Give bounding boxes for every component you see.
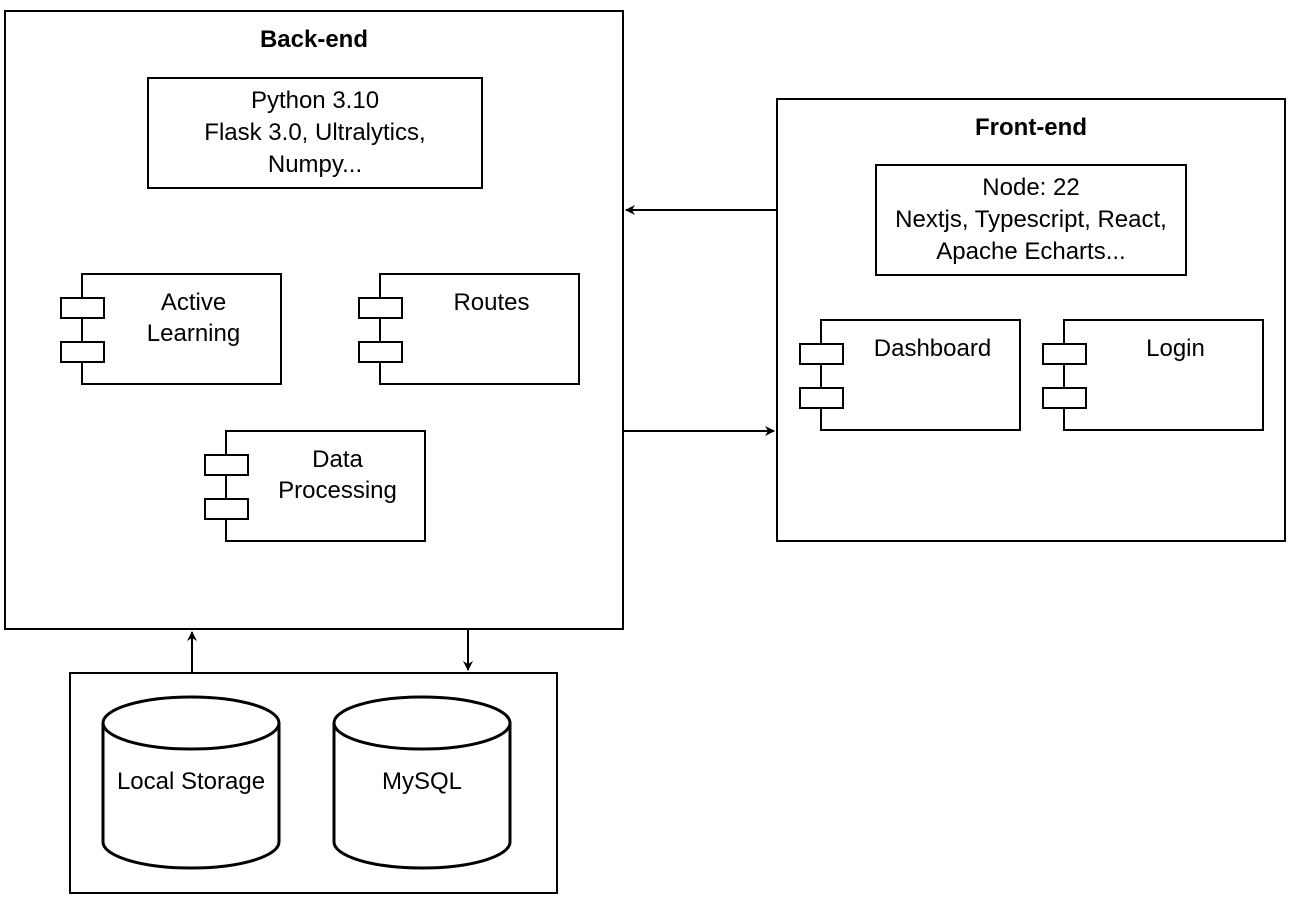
frontend-tech-line: Nextjs, Typescript, React, — [895, 206, 1167, 233]
component-label: Routes — [453, 289, 530, 316]
component-routes: Routes — [358, 273, 580, 385]
component-port-icon — [1042, 387, 1087, 409]
backend-tech-line: Numpy... — [267, 151, 363, 178]
component-port-icon — [204, 454, 249, 476]
component-port-icon — [799, 387, 844, 409]
component-active-learning: Active Learning — [60, 273, 282, 385]
backend-title: Back-end — [259, 26, 369, 53]
component-port-icon — [358, 297, 403, 319]
backend-container: Back-end Python 3.10 Flask 3.0, Ultralyt… — [4, 10, 624, 630]
frontend-container: Front-end Node: 22 Nextjs, Typescript, R… — [776, 98, 1286, 542]
backend-tech-line: Python 3.10 — [250, 87, 380, 114]
frontend-tech-line: Node: 22 — [982, 174, 1080, 201]
database-label-mysql: MySQL — [381, 768, 462, 795]
frontend-tech-stack: Node: 22 Nextjs, Typescript, React, Apac… — [875, 164, 1187, 276]
component-label: Dashboard — [873, 335, 992, 362]
component-login: Login — [1042, 319, 1264, 431]
frontend-tech-line: Apache Echarts... — [936, 238, 1126, 265]
backend-tech-stack: Python 3.10 Flask 3.0, Ultralytics, Nump… — [147, 77, 483, 189]
component-port-icon — [60, 341, 105, 363]
component-port-icon — [204, 498, 249, 520]
component-port-icon — [358, 341, 403, 363]
component-port-icon — [60, 297, 105, 319]
component-label: Data Processing — [278, 446, 397, 504]
backend-tech-line: Flask 3.0, Ultralytics, — [204, 119, 426, 146]
database-label-local-storage: Local Storage — [116, 768, 266, 795]
frontend-title: Front-end — [975, 114, 1087, 141]
component-label: Active Learning — [146, 289, 241, 347]
component-label: Login — [1146, 335, 1205, 362]
component-port-icon — [799, 343, 844, 365]
component-port-icon — [1042, 343, 1087, 365]
component-data-processing: Data Processing — [204, 430, 426, 542]
component-dashboard: Dashboard — [799, 319, 1021, 431]
